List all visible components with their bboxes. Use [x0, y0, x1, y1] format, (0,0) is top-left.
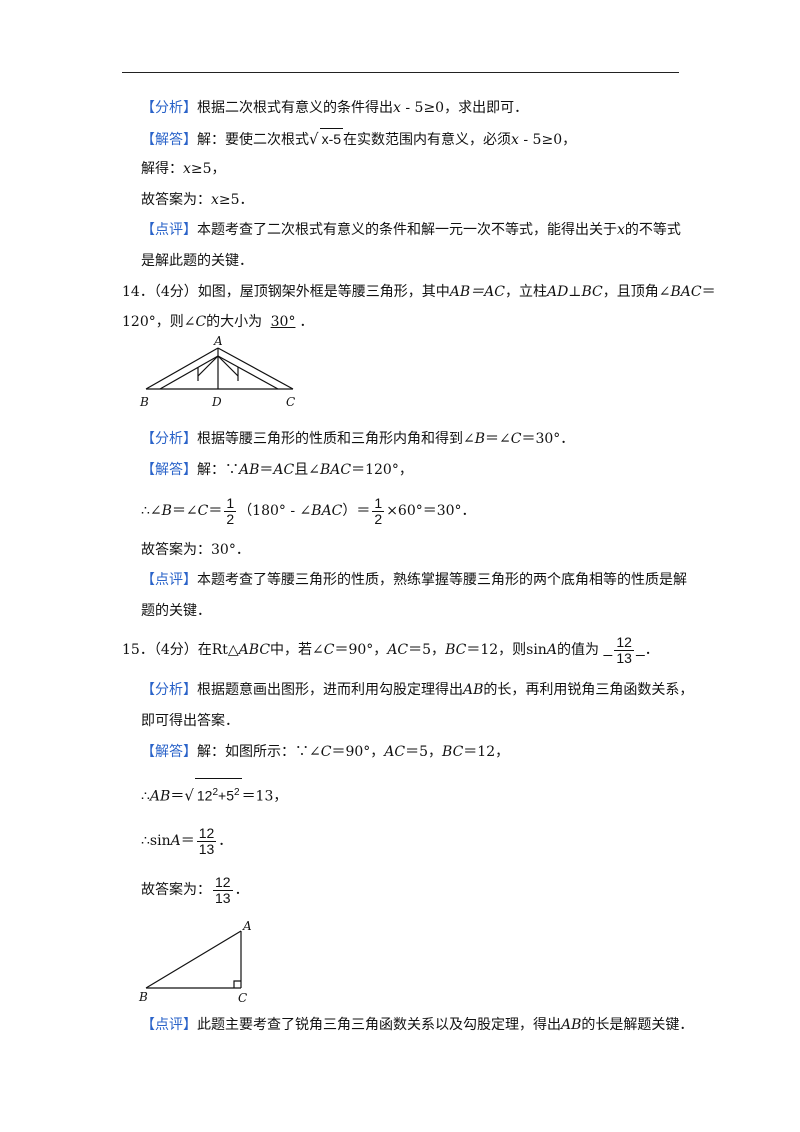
q15-solution: 【解答】解：如图所示：∵∠C＝90°，AC＝5，BC＝12，	[141, 744, 510, 760]
analysis-tag: 【分析】	[141, 682, 197, 698]
q15-ab-calc: ∴AB＝√122+52＝13，	[141, 778, 287, 811]
q14-stem-line1: 14．（4分）如图，屋顶钢架外框是等腰三角形，其中AB＝AC，立柱AD⊥BC，且…	[122, 284, 716, 300]
q13-answer: 故答案为：x≥5．	[141, 192, 254, 208]
q14-answer: 故答案为：30°．	[141, 542, 250, 558]
right-triangle-figure: A B C	[138, 919, 252, 1005]
label-C: C	[286, 395, 295, 409]
solution-tag: 【解答】	[141, 462, 197, 478]
radical: 122+52	[194, 778, 242, 810]
q14-comment-line1: 【点评】本题考查了等腰三角形的性质，熟练掌握等腰三角形的两个底角相等的性质是解	[141, 572, 687, 588]
q13-analysis: 【分析】根据二次根式有意义的条件得出x - 5≥0，求出即可．	[141, 100, 529, 116]
label-A: A	[242, 919, 252, 933]
comment-tag: 【点评】	[141, 572, 197, 588]
answer-blank: 30°	[270, 314, 296, 330]
q13-solve: 解得：x≥5，	[141, 161, 226, 177]
label-B: B	[139, 395, 149, 409]
comment-tag: 【点评】	[141, 222, 197, 238]
header-rule	[122, 72, 679, 73]
q15-analysis-line1: 【分析】根据题意画出图形，进而利用勾股定理得出AB的长，再利用锐角三角函数关系，	[141, 682, 694, 698]
q15-stem: 15．（4分）在Rt△ABC中，若∠C＝90°，AC＝5，BC＝12，则sinA…	[122, 633, 659, 666]
label-C: C	[238, 991, 247, 1005]
analysis-tag: 【分析】	[141, 100, 197, 116]
q14-analysis: 【分析】根据等腰三角形的性质和三角形内角和得到∠B＝∠C＝30°．	[141, 431, 575, 447]
comment-tag: 【点评】	[141, 1017, 197, 1033]
q13-comment-line1: 【点评】本题考查了二次根式有意义的条件和解一元一次不等式，能得出关于x的不等式	[141, 222, 681, 238]
radical: x-5	[319, 128, 344, 149]
q15-comment: 【点评】此题主要考查了锐角三角三角函数关系以及勾股定理，得出AB的长是解题关键．	[141, 1017, 694, 1033]
solution-tag: 【解答】	[141, 744, 197, 760]
analysis-tag: 【分析】	[141, 431, 197, 447]
roof-truss-figure: A B D C	[139, 336, 295, 409]
label-D: D	[211, 395, 222, 409]
solution-tag: 【解答】	[141, 132, 197, 148]
q13-comment-line2: 是解此题的关键．	[141, 253, 253, 269]
q14-solution: 【解答】解：∵AB＝AC且∠BAC＝120°，	[141, 462, 413, 478]
q14-stem-line2: 120°，则∠C的大小为 30°．	[122, 314, 314, 330]
label-A: A	[213, 336, 223, 348]
label-B: B	[138, 990, 148, 1004]
q15-analysis-line2: 即可得出答案．	[141, 713, 239, 729]
q14-comment-line2: 题的关键．	[141, 603, 211, 619]
